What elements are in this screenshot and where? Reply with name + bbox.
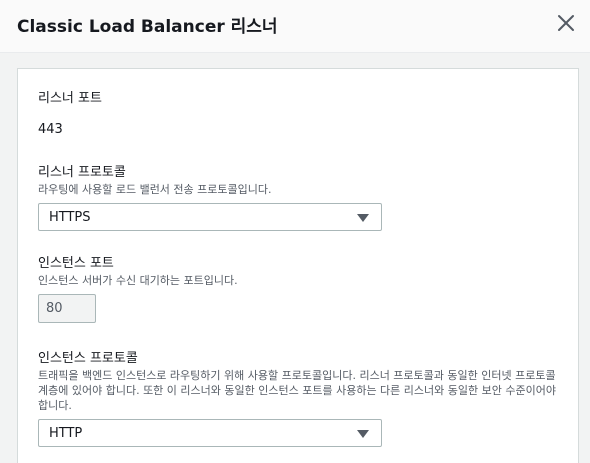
listener-protocol-selected: HTTPS (49, 210, 91, 225)
instance-port-label: 인스턴스 포트 (38, 256, 114, 271)
listener-protocol-field: 리스너 프로토콜 라우팅에 사용할 로드 밸런서 전송 프로토콜입니다. HTT… (38, 164, 558, 231)
caret-down-icon (357, 430, 369, 438)
modal-title: Classic Load Balancer 리스너 (17, 17, 278, 37)
listener-port-label: 리스너 포트 (38, 91, 102, 106)
instance-protocol-select[interactable]: HTTP (38, 419, 382, 447)
instance-protocol-field: 인스턴스 프로토콜 트래픽을 백엔드 인스턴스로 라우팅하기 위해 사용할 프로… (38, 350, 558, 447)
close-button[interactable] (555, 12, 577, 34)
listener-protocol-select[interactable]: HTTPS (38, 203, 382, 231)
instance-port-input[interactable] (38, 294, 96, 323)
instance-protocol-selected: HTTP (49, 426, 83, 441)
instance-port-field: 인스턴스 포트 인스턴스 서버가 수신 대기하는 포트입니다. (38, 255, 558, 323)
modal-body: 리스너 포트 443 리스너 프로토콜 라우팅에 사용할 로드 밸런서 전송 프… (0, 53, 590, 463)
form-panel: 리스너 포트 443 리스너 프로토콜 라우팅에 사용할 로드 밸런서 전송 프… (17, 68, 579, 463)
listener-port-field: 리스너 포트 443 (38, 90, 558, 139)
listener-protocol-description: 라우팅에 사용할 로드 밸런서 전송 프로토콜입니다. (38, 183, 272, 196)
caret-down-icon (357, 214, 369, 222)
listener-protocol-label: 리스너 프로토콜 (38, 165, 126, 180)
instance-protocol-description: 트래픽을 백엔드 인스턴스로 라우팅하기 위해 사용할 프로토콜입니다. 리스너… (38, 369, 556, 412)
listener-port-value: 443 (38, 122, 63, 137)
instance-port-description: 인스턴스 서버가 수신 대기하는 포트입니다. (38, 274, 238, 287)
modal-header: Classic Load Balancer 리스너 (0, 0, 590, 53)
instance-protocol-label: 인스턴스 프로토콜 (38, 351, 138, 366)
close-icon (558, 15, 574, 31)
